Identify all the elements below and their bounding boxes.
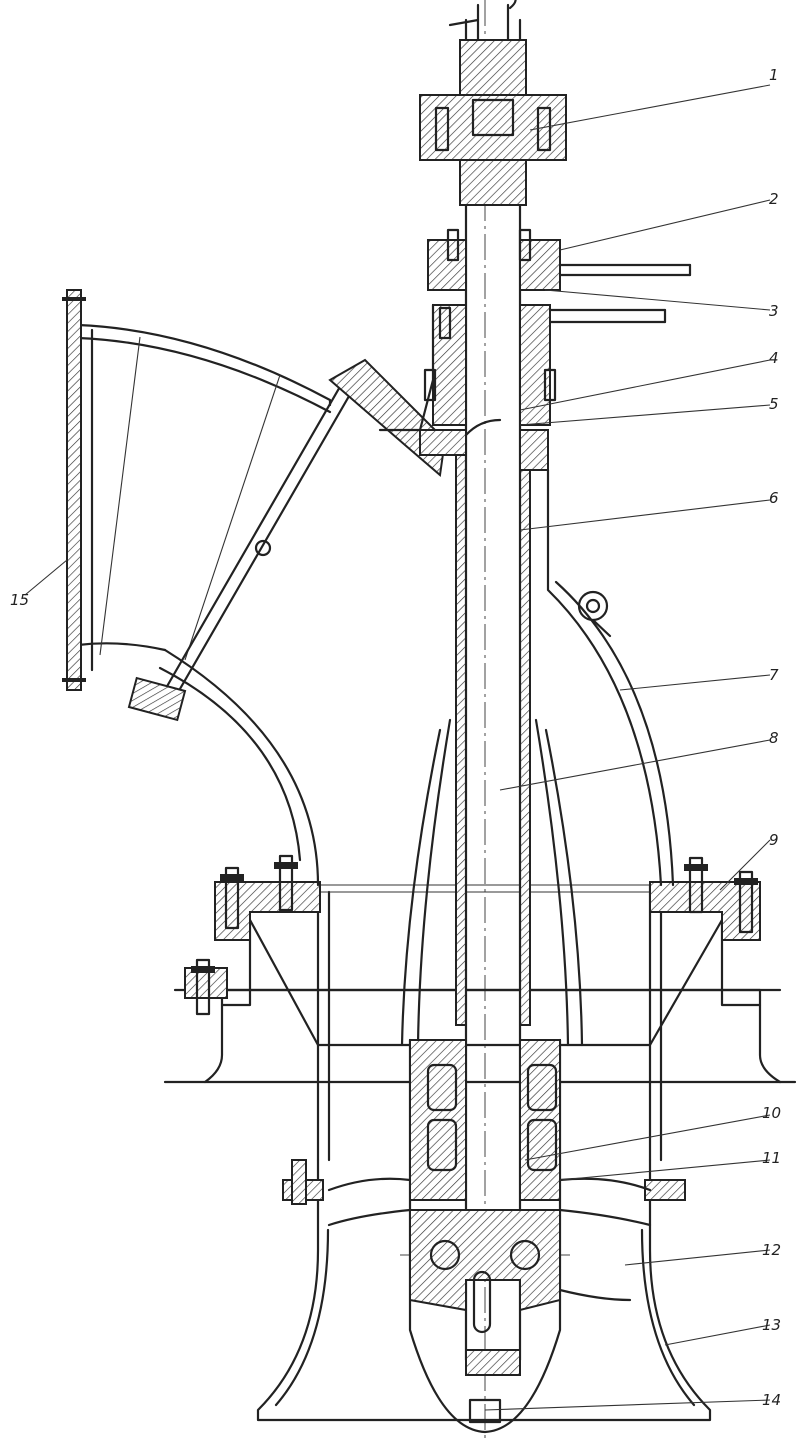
shaft-tube — [400, 454, 584, 1047]
outlet-pipe — [62, 289, 332, 691]
column-casing — [220, 883, 762, 1162]
foundation — [163, 988, 797, 1084]
callout-9: 9 — [769, 831, 779, 849]
callout-labels: 1 2 3 4 5 6 7 8 9 10 11 12 13 14 15 — [10, 66, 781, 1409]
pump-shaft — [464, 18, 522, 1362]
casing-flange-left — [184, 854, 321, 1016]
callout-2: 2 — [769, 190, 779, 208]
callout-1: 1 — [769, 66, 779, 84]
callout-7: 7 — [769, 666, 779, 684]
callout-15: 15 — [10, 591, 29, 609]
casing-flange-right — [649, 856, 761, 941]
callout-11: 11 — [762, 1149, 781, 1167]
discharge-elbow — [158, 468, 675, 887]
callout-10: 10 — [762, 1104, 781, 1122]
callout-6: 6 — [769, 489, 779, 507]
callout-8: 8 — [769, 729, 779, 747]
callout-13: 13 — [762, 1316, 781, 1334]
callout-12: 12 — [762, 1241, 781, 1259]
callout-3: 3 — [769, 302, 779, 320]
callout-5: 5 — [769, 395, 779, 413]
callout-14: 14 — [762, 1391, 781, 1409]
leader-lines — [24, 84, 771, 1411]
impeller-hub — [327, 1038, 652, 1434]
suction-bell — [256, 1158, 712, 1422]
stuffing-box — [378, 228, 692, 471]
callout-4: 4 — [769, 349, 779, 367]
shaft-coupling — [419, 0, 567, 206]
inclined-brace — [127, 358, 447, 722]
